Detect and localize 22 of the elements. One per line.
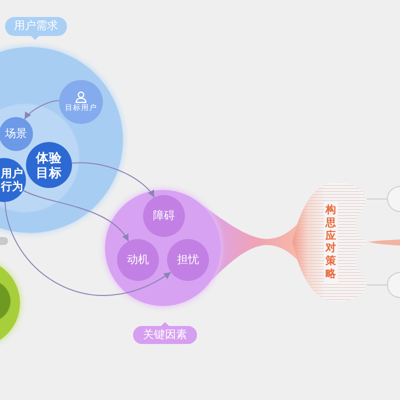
topic-circle [143,195,185,237]
topic-label: 场景 [5,128,27,140]
tag-label: 关键因素 [143,328,187,342]
topic-circle [117,239,159,281]
topic-circle [26,142,72,188]
arrow [71,162,155,198]
topic-label: 动机 [127,254,149,266]
arrow [4,202,172,296]
topic-circle [167,239,209,281]
arrow [22,190,129,242]
connector-line [366,198,388,200]
topic-circle [0,117,33,151]
group-circle [105,190,221,306]
callout-tag [133,322,197,344]
topic-label: 体验目标 [36,150,62,180]
topic-label: 障碍 [153,210,175,222]
topic-label: 用户行为 [0,166,24,194]
topic-circle [59,80,103,124]
tag-label: 用户需求 [14,20,58,33]
bulb-label: 构思应对策略 [324,202,338,283]
topic-label: 担忧 [177,254,199,266]
callout-tag [5,17,67,40]
